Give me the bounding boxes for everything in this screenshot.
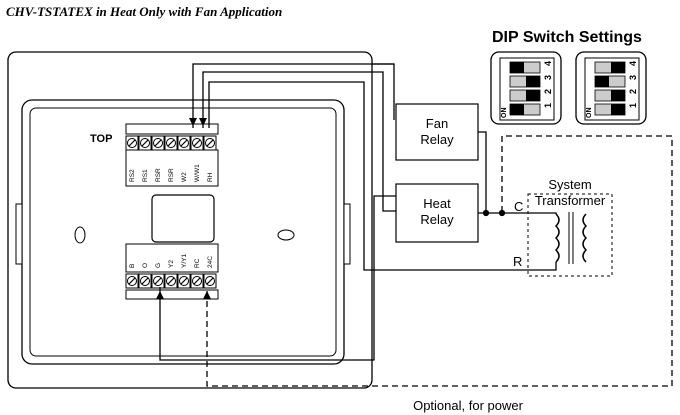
terminal-label: G <box>155 263 162 268</box>
dip-slider <box>526 76 540 87</box>
terminal-label: B <box>129 264 136 268</box>
terminal-label: Y2 <box>168 260 175 268</box>
fan-relay: Fan Relay <box>395 103 479 161</box>
svg-text:Relay: Relay <box>420 212 454 227</box>
svg-text:Relay: Relay <box>420 132 454 147</box>
dip-on-label: ON <box>501 108 508 119</box>
optional-note: Optional, for power <box>413 398 524 413</box>
system-transformer: System Transformer <box>527 177 613 277</box>
wall-border <box>7 51 373 389</box>
dip-slider <box>595 76 609 87</box>
wire-rh-to-r <box>208 81 542 271</box>
dip-slider <box>611 90 625 101</box>
dip-slider <box>611 62 625 73</box>
terminal-label: W2 <box>181 172 188 182</box>
dip-number: 2 <box>543 89 553 94</box>
heat-relay: Heat Relay <box>395 183 479 243</box>
terminal-label: RS1 <box>142 169 149 182</box>
secondary-coil <box>582 213 588 263</box>
dip-number: 2 <box>628 89 638 94</box>
wire-g <box>159 195 396 361</box>
svg-text:System: System <box>548 177 591 192</box>
terminal-label: 24C <box>207 256 214 268</box>
dip-slider <box>611 104 625 115</box>
dip-number: 3 <box>628 75 638 80</box>
primary-coil <box>554 213 560 263</box>
dip-switch-left: 4 3 2 1ON <box>490 51 562 125</box>
terminal-label: RH <box>207 172 214 182</box>
terminal-label: RSR <box>155 168 162 182</box>
dip-slider <box>510 62 524 73</box>
terminal-label: Y/Y1 <box>181 254 188 268</box>
thermostat-base <box>15 99 351 365</box>
terminal-r-label: R <box>513 254 522 269</box>
top-label: TOP <box>90 133 112 145</box>
dip-slider <box>510 104 524 115</box>
dip-number: 3 <box>543 75 553 80</box>
terminal-label: W/W1 <box>194 164 201 182</box>
upper-terminal-block: RS2 RS1 RSR RSR W2 W/W1 RH <box>125 123 219 187</box>
lower-terminal-block: B O G Y2 Y/Y1 RC 24C <box>125 243 219 300</box>
wire-fan-relay <box>192 63 395 128</box>
dip-number: 4 <box>543 61 553 66</box>
svg-text:Heat: Heat <box>423 196 451 211</box>
svg-text:Transformer: Transformer <box>535 193 606 208</box>
dip-number: 4 <box>628 61 638 66</box>
wire-heat-relay <box>202 71 396 212</box>
svg-text:Fan: Fan <box>426 116 448 131</box>
mounting-hole-right <box>277 229 295 241</box>
dip-heading: DIP Switch Settings <box>492 29 642 46</box>
terminal-label: RSR <box>168 168 175 182</box>
optional-power-wire <box>206 135 673 387</box>
mounting-hole-left <box>74 226 86 244</box>
dip-number: 1 <box>543 103 553 108</box>
dip-slider <box>526 90 540 101</box>
terminal-c-label: C <box>514 199 523 214</box>
terminal-label: O <box>142 263 149 268</box>
dip-number: 1 <box>628 103 638 108</box>
terminal-label: RC <box>194 258 201 268</box>
dip-switch-right: 4 3 2 1ON <box>575 51 647 125</box>
diagram-title: CHV-TSTATEX in Heat Only with Fan Applic… <box>6 4 282 19</box>
dip-on-label: ON <box>586 108 593 119</box>
terminal-label: RS2 <box>129 169 136 182</box>
